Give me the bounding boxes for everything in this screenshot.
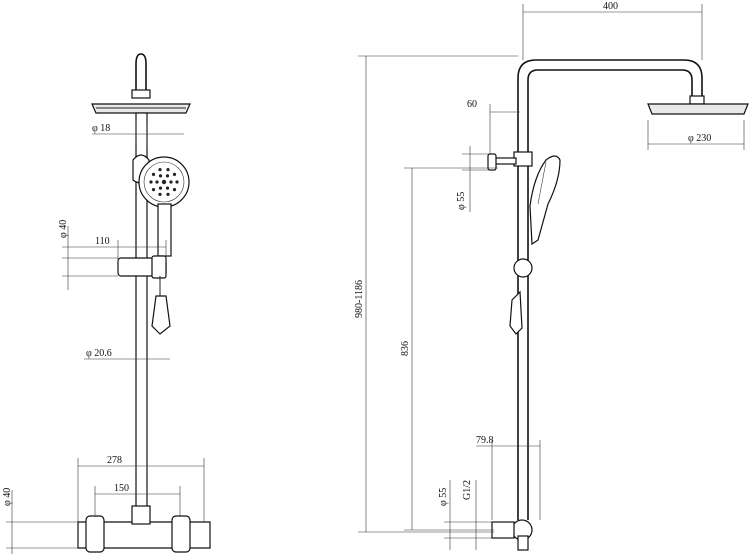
front-dim-slider: φ 40	[58, 220, 69, 238]
nozzle-dot	[175, 180, 179, 184]
front-mixer-handle-right	[171, 515, 191, 553]
side-view: 400 60 φ 230 φ 55 980-1186 836 79.8 φ 55…	[354, 1, 749, 551]
nozzle-dot	[165, 186, 170, 190]
side-dim-depth: 79.8	[476, 435, 494, 446]
side-holder-knob	[487, 153, 497, 171]
front-dim-centers: 150	[114, 483, 129, 494]
side-dim-head: φ 230	[688, 133, 711, 144]
nozzle-dot	[172, 172, 177, 176]
side-dim-slide-height: 836	[400, 341, 411, 356]
side-holder-clamp	[513, 151, 533, 167]
side-dim-total-height: 980-1186	[354, 280, 365, 318]
front-dim-head-pipe: φ 18	[92, 123, 110, 134]
front-dim-bracket: 110	[95, 236, 110, 247]
nozzle-dot	[165, 174, 170, 178]
side-hose-cone	[509, 290, 523, 335]
side-inlet	[491, 521, 515, 539]
nozzle-dot	[151, 188, 156, 192]
side-overhead-arm	[517, 59, 703, 520]
nozzle-dot	[158, 168, 162, 172]
nozzle-dot	[158, 174, 163, 178]
front-slider-knob	[151, 255, 167, 279]
nozzle-dot	[172, 188, 177, 192]
nozzle-dot	[158, 192, 162, 196]
nozzle-dot	[161, 179, 167, 185]
front-arm-connector	[131, 89, 151, 99]
front-dim-riser: φ 20.6	[86, 348, 112, 359]
side-valve-handle	[517, 535, 529, 551]
front-mixer-handle-left	[85, 515, 105, 553]
nozzle-dot	[158, 186, 163, 190]
front-dimension-lines	[6, 122, 205, 554]
front-top-arm	[135, 53, 147, 96]
nozzle-dot	[169, 180, 173, 184]
side-hand-shower-face	[537, 161, 547, 205]
side-dim-offset: 60	[467, 99, 477, 110]
side-holder-arm	[493, 157, 517, 165]
side-overhead-arm-inner	[527, 69, 693, 520]
side-slider-ball	[513, 258, 533, 278]
front-dim-valve-width: 278	[107, 455, 122, 466]
nozzle-dot	[166, 192, 170, 196]
side-dimension-lines	[358, 4, 745, 550]
side-head-connector	[689, 95, 705, 105]
side-overhead-shower-head	[647, 103, 749, 115]
nozzle-dot	[166, 168, 170, 172]
front-dim-valve: φ 40	[2, 488, 13, 506]
side-dim-reach: 400	[603, 1, 618, 12]
side-dim-inlet: φ 55	[438, 488, 449, 506]
front-hand-shower-nozzles	[149, 168, 179, 196]
nozzle-dot	[155, 180, 159, 184]
side-dim-holder: φ 55	[456, 192, 467, 210]
front-hand-shower-ring	[143, 161, 185, 203]
side-dim-thread: G1/2	[462, 480, 473, 500]
side-hand-shower	[529, 155, 561, 246]
front-hose-cone	[151, 295, 171, 335]
nozzle-dot	[151, 172, 156, 176]
front-view: φ 18 φ 40 110 φ 20.6 278 150 φ 40	[2, 53, 211, 554]
nozzle-dot	[149, 180, 153, 184]
front-hand-shower-handle	[157, 203, 172, 257]
front-mixer-outlet	[131, 505, 151, 525]
